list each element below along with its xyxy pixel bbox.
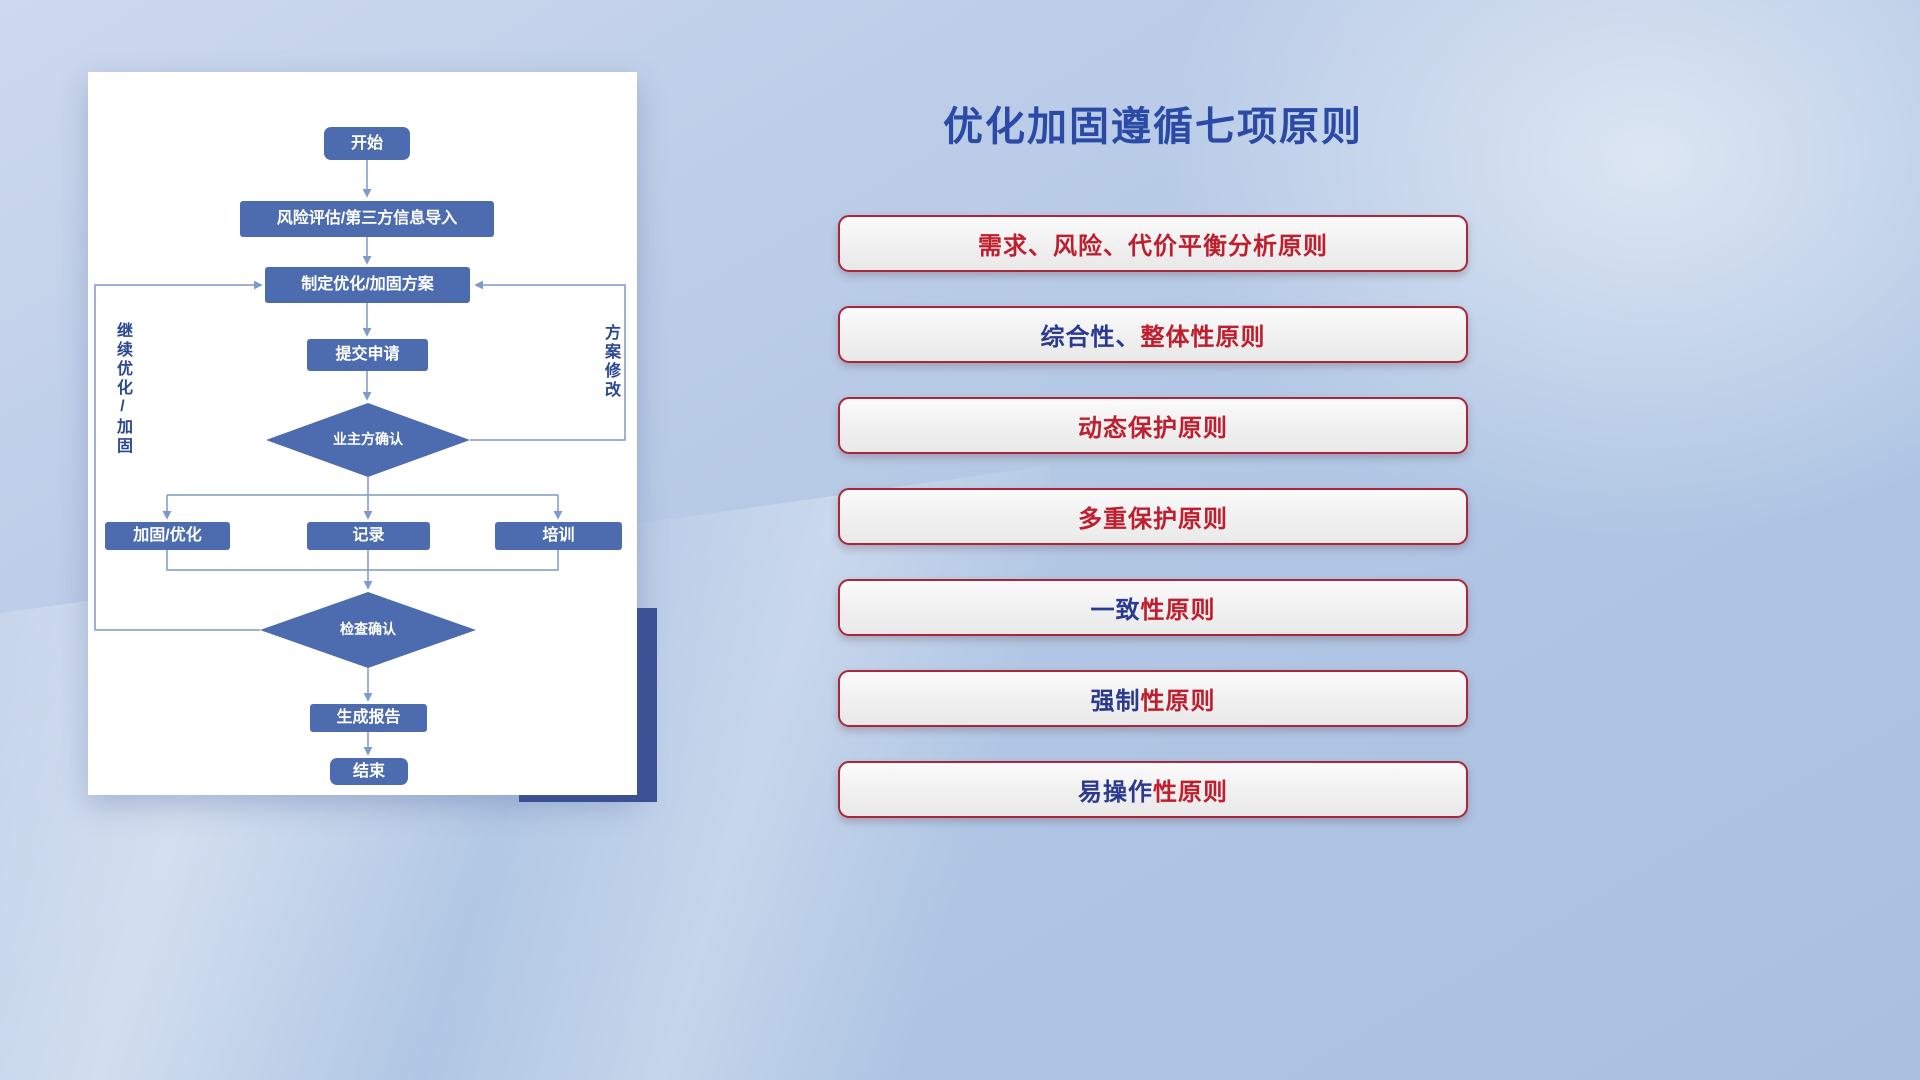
label-plan-modify: 方案修改: [602, 324, 619, 400]
flow-connectors: [94, 160, 626, 756]
principle-text-navy: 综合性、: [1040, 324, 1141, 351]
flow-node-record: 记录: [307, 522, 430, 550]
principles-list: 需求、风险、代价平衡分析原则 综合性、整体性原则 动态保护原则 多重保护原则 一…: [838, 215, 1468, 818]
principle-item-5: 一致性原则: [838, 579, 1468, 636]
flowchart-panel: 开始 风险评估/第三方信息导入 制定优化/加固方案 提交申请 业主方确认 加固/…: [88, 72, 637, 795]
principles-panel: 优化加固遵循七项原则 需求、风险、代价平衡分析原则 综合性、整体性原则 动态保护…: [838, 94, 1468, 818]
principle-text-red: 动态保护原则: [1078, 415, 1228, 442]
principle-item-6: 强制性原则: [838, 670, 1468, 727]
principle-text-red: 性原则: [1140, 597, 1216, 624]
principle-item-3: 动态保护原则: [838, 397, 1468, 454]
principle-text-navy: 一致: [1090, 597, 1141, 624]
label-continue-optimize: 继续优化/加固: [114, 322, 131, 456]
flow-node-submit: 提交申请: [307, 339, 428, 371]
principle-text-red: 多重保护原则: [1078, 506, 1228, 533]
page-title: 优化加固遵循七项原则: [943, 105, 1363, 149]
principle-item-7: 易操作性原则: [838, 761, 1468, 818]
principle-item-4: 多重保护原则: [838, 488, 1468, 545]
principle-text-red: 性原则: [1153, 779, 1228, 806]
principle-item-1: 需求、风险、代价平衡分析原则: [838, 215, 1468, 272]
principle-text-navy: 强制: [1090, 688, 1141, 715]
flow-node-report: 生成报告: [310, 704, 427, 732]
principle-text-red: 整体性原则: [1140, 324, 1266, 351]
principle-text-navy: 易操作: [1078, 779, 1153, 806]
principle-text-red: 性原则: [1140, 688, 1216, 715]
flow-node-make-plan: 制定优化/加固方案: [265, 267, 470, 303]
principle-item-2: 综合性、整体性原则: [838, 306, 1468, 363]
flow-node-train: 培训: [495, 522, 622, 550]
flow-node-end: 结束: [330, 758, 408, 785]
flow-node-harden: 加固/优化: [105, 522, 230, 550]
principle-text-red: 需求、风险、代价平衡分析原则: [978, 233, 1328, 260]
flow-node-risk-import: 风险评估/第三方信息导入: [240, 201, 494, 237]
flow-node-start: 开始: [324, 127, 410, 160]
